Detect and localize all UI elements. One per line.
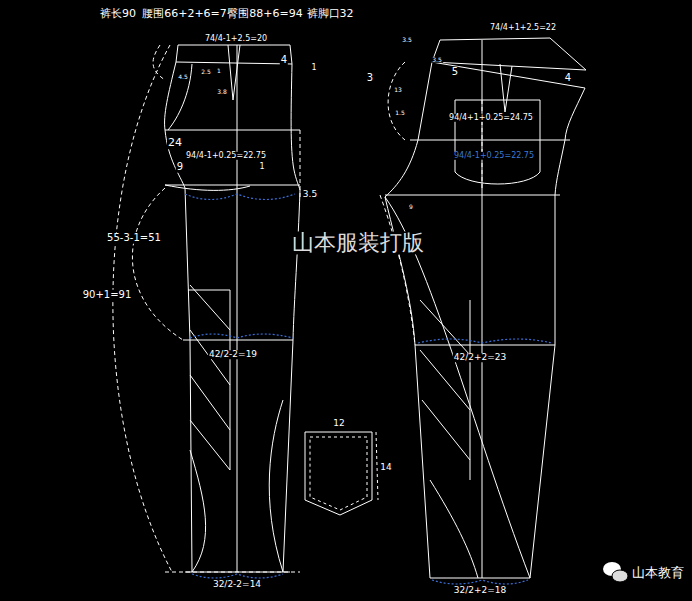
dimension-label: 4.5 (177, 74, 189, 80)
dimension-label: 12 (332, 419, 345, 428)
blue-arc (418, 339, 552, 343)
wechat-icon (603, 562, 628, 582)
back-knee-line (415, 345, 555, 346)
dimension-label: 42/2-2=19 (208, 350, 258, 359)
hatch-guide (470, 300, 471, 480)
front-curve (269, 400, 283, 572)
front-crease-line (237, 45, 238, 572)
dimension-label: 24 (167, 137, 183, 149)
dimension-label: 臀围88+6=94 (226, 8, 303, 20)
dimension-label: 1 (216, 68, 222, 74)
dimension-label: 1.5 (394, 110, 406, 116)
dimension-label: 3.5 (401, 37, 413, 43)
back-side-seam (530, 88, 585, 578)
front-curve (165, 185, 250, 190)
dimension-label: 14 (379, 463, 392, 472)
pocket-piece (305, 432, 372, 515)
dimension-label: 3.8 (216, 89, 228, 95)
length-dim-curve (113, 45, 172, 572)
pocket-dim (376, 432, 378, 500)
watermark: 山本服装打版 (291, 231, 425, 254)
dim-curve (153, 45, 165, 80)
dim-curve (388, 62, 405, 140)
dimension-label: 1 (310, 64, 317, 72)
back-crotch-line (385, 195, 560, 196)
inseam-dim-curve (132, 188, 183, 340)
dimension-label: 3.5 (431, 57, 443, 63)
front-inseam (283, 64, 300, 572)
dimension-label: 94/4+1+0.25=24.75 (448, 114, 534, 122)
front-dart (228, 45, 240, 100)
dim-curve (380, 195, 415, 345)
front-crotch-line (165, 185, 300, 186)
dimension-label: 2.5 (200, 69, 212, 75)
front-curve (190, 450, 206, 572)
dimension-label: 9 (408, 204, 414, 210)
hatch (190, 420, 230, 470)
front-hip-line (165, 130, 300, 131)
dimension-label: 3 (366, 73, 374, 84)
back-waist-line (432, 62, 585, 88)
blue-arc (432, 580, 528, 584)
pocket-stitch (310, 437, 367, 510)
back-dart (500, 64, 512, 112)
hatch (190, 375, 230, 430)
front-knee-line (183, 340, 293, 341)
dimension-label: 94/4-1+0.25=22.75 (453, 152, 535, 160)
brand-name: 山本教育 (631, 566, 685, 580)
hatch (420, 300, 470, 355)
back-curve (430, 480, 478, 578)
dimension-label: 裤脚口32 (306, 8, 355, 20)
dimension-label: 9 (176, 162, 184, 173)
dimension-label: 32/2-2=14 (212, 580, 262, 589)
dimension-label: 裤长90 (99, 8, 137, 20)
front-side-seam (165, 62, 192, 572)
dim-line (300, 130, 301, 200)
back-waistband (432, 38, 586, 70)
front-waistband (176, 45, 292, 64)
dimension-label: 4 (280, 55, 288, 66)
dimension-label: 74/4-1+2.5=20 (204, 35, 268, 43)
back-hip-line (410, 140, 570, 141)
dimension-label: 90+1=91 (82, 290, 133, 301)
hatch (422, 400, 470, 460)
dimension-label: 32/2+2=18 (453, 586, 507, 595)
dimension-label: 5 (451, 67, 459, 78)
hem-dim (165, 572, 300, 573)
hatch-guide (188, 290, 230, 291)
hatch (190, 285, 230, 330)
back-pocket (455, 100, 540, 184)
blue-arc (192, 574, 283, 578)
hatch-guide (230, 290, 231, 470)
front-pocket-line (168, 64, 192, 130)
dimension-label: 94/4-1+0.25=22.75 (185, 152, 267, 160)
dimension-label: 55-3-1=51 (106, 233, 162, 244)
dimension-label: 13 (393, 87, 403, 93)
dimension-label: 3.5 (302, 190, 318, 199)
dimension-label: 4 (564, 73, 572, 84)
blue-arc (185, 194, 295, 200)
dimension-label: 42/2+2=23 (453, 353, 507, 362)
dimension-label: 腰围66+2+6=74 (141, 8, 235, 20)
dimension-label: 1 (258, 163, 265, 171)
back-hem-line (430, 578, 530, 579)
back-seam (385, 62, 432, 197)
blue-arc (190, 334, 293, 338)
dimension-label: 74/4+1+2.5=22 (489, 24, 557, 32)
